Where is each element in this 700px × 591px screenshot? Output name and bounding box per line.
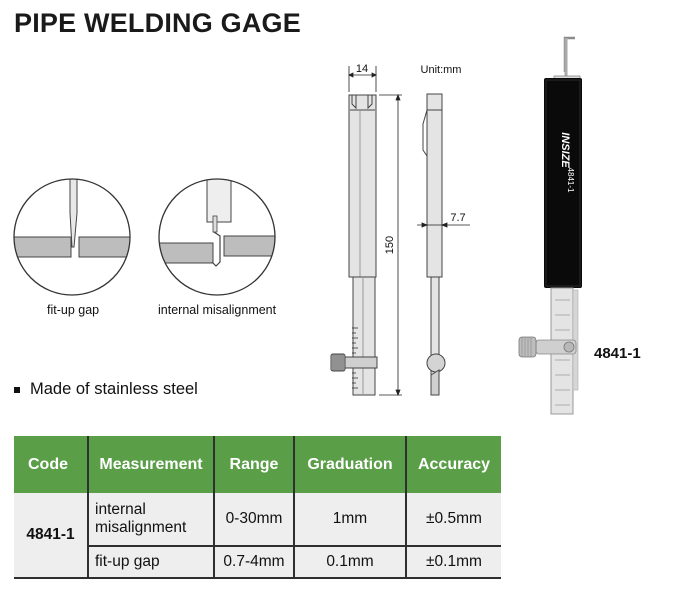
product-photo: INSIZE 4841-1	[518, 36, 582, 415]
gage-body	[544, 78, 582, 288]
product-code-print: 4841-1	[566, 168, 575, 193]
internal-misalignment-illustration	[158, 178, 276, 296]
table-header-row: Code Measurement Range Graduation Accura…	[14, 436, 501, 493]
header-measurement: Measurement	[88, 436, 215, 493]
dimension-lines	[348, 66, 470, 397]
bullet-icon	[14, 386, 20, 393]
fit-up-gap-illustration	[13, 178, 131, 296]
measurement-cell: internal misalignment	[88, 493, 215, 547]
model-label: 4841-1	[594, 345, 641, 362]
table-row: 4841-1 internal misalignment 0-30mm 1mm …	[14, 493, 501, 579]
header-graduation: Graduation	[294, 436, 407, 493]
header-accuracy: Accuracy	[406, 436, 501, 493]
table-row: fit-up gap 0.7-4mm 0.1mm ±0.1mm	[14, 546, 501, 579]
thickness-dimension: 7.7	[450, 212, 465, 224]
accuracy-cell: ±0.5mm	[406, 493, 501, 547]
spec-table: Code Measurement Range Graduation Accura…	[14, 436, 501, 579]
length-dimension: 150	[384, 236, 396, 254]
graduation-cell: 0.1mm	[294, 546, 407, 579]
internal-misalignment-caption: internal misalignment	[158, 303, 277, 317]
measurement-cell: fit-up gap	[88, 546, 215, 579]
fit-up-gap-caption: fit-up gap	[47, 303, 100, 317]
range-cell: 0.7-4mm	[214, 546, 295, 579]
header-range: Range	[214, 436, 295, 493]
header-code: Code	[14, 436, 89, 493]
feature-bullet: Made of stainless steel	[14, 380, 198, 399]
width-dimension: 14	[356, 63, 368, 75]
unit-label: Unit:mm	[421, 64, 462, 76]
feature-text: Made of stainless steel	[30, 380, 198, 398]
accuracy-cell: ±0.1mm	[406, 546, 501, 579]
side-view-drawing	[422, 93, 446, 396]
code-cell: 4841-1	[14, 493, 89, 579]
brand-logo: INSIZE	[559, 132, 571, 168]
front-view-drawing	[330, 94, 378, 396]
page-title: PIPE WELDING GAGE	[14, 8, 301, 38]
range-cell: 0-30mm	[214, 493, 295, 547]
graduation-cell: 1mm	[294, 493, 407, 547]
